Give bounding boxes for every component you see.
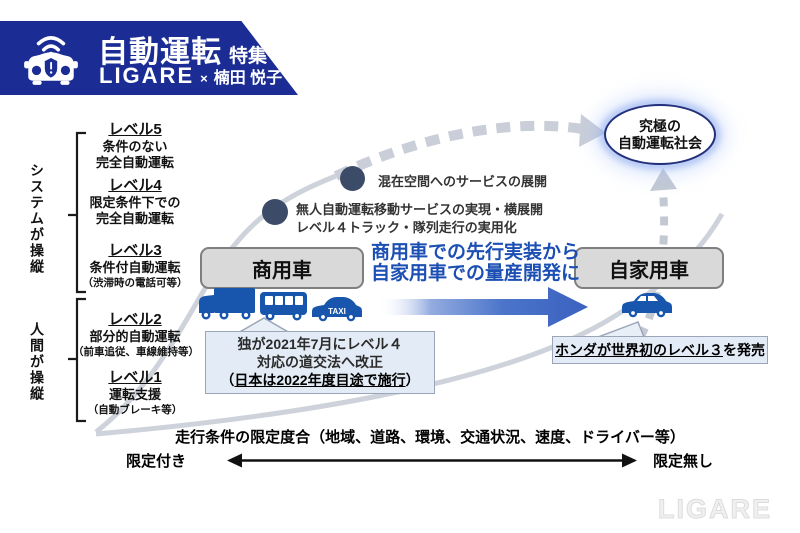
private-car-icon bbox=[622, 293, 672, 318]
milestone-dot bbox=[340, 166, 365, 191]
dotted-arrowhead-icon bbox=[650, 168, 677, 191]
milestone-mixed-space-label: 混在空間へのサービスの展開 bbox=[378, 174, 548, 189]
bus-icon bbox=[260, 292, 307, 321]
milestone-driverless-service-label: 無人自動運転移動サービスの実現・横展開 bbox=[296, 202, 544, 217]
germany-law-callout: 独が2021年7月にレベル４ 対応の道交法へ改正 （日本は2022年度目途で施行… bbox=[205, 331, 435, 394]
ligare-watermark: LIGARE bbox=[657, 494, 773, 525]
taxi-label: TAXI bbox=[328, 307, 346, 316]
unlimited-label: 限定無し bbox=[653, 453, 714, 470]
level-1-title: レベル1 bbox=[108, 369, 162, 386]
feature-title: 自動運転 bbox=[98, 36, 222, 69]
human-operates-label: 人間が操縦 bbox=[29, 322, 45, 402]
connected-car-icon bbox=[24, 36, 78, 85]
level-3-title: レベル3 bbox=[108, 242, 162, 259]
callout-pointer-icon bbox=[238, 317, 290, 333]
taxi-icon: TAXI bbox=[312, 297, 362, 322]
dashed-arrow-to-goal bbox=[333, 120, 584, 181]
level-4-block: レベル4 限定条件下での 完全自動運転 bbox=[73, 176, 197, 227]
private-vehicle-box: 自家用車 bbox=[574, 247, 724, 289]
truck-icon bbox=[199, 288, 255, 320]
system-bracket bbox=[68, 131, 86, 294]
human-bracket bbox=[68, 297, 86, 423]
transition-statement: 商用車での先行実装から 自家用車での量産開発に bbox=[371, 242, 581, 284]
feature-badge: 特集 bbox=[229, 46, 268, 67]
header-banner: 自動運転 特集 LIGARE × 楠田 悦子 bbox=[0, 21, 298, 95]
commercial-vehicle-box: 商用車 bbox=[200, 247, 364, 289]
brand-name: LIGARE bbox=[99, 63, 195, 88]
collab-cross: × bbox=[200, 71, 208, 86]
limited-label: 限定付き bbox=[126, 453, 187, 470]
level-5-block: レベル5 条件のない 完全自動運転 bbox=[73, 120, 197, 171]
transition-arrow-icon bbox=[378, 287, 588, 327]
level-4-title: レベル4 bbox=[108, 177, 162, 194]
level-2-title: レベル2 bbox=[108, 311, 162, 328]
milestone-dot bbox=[262, 199, 288, 225]
ultimate-society-ellipse: 究極の 自動運転社会 bbox=[604, 104, 716, 165]
callout-pointer-icon bbox=[598, 321, 645, 337]
dashed-arrowhead-icon bbox=[579, 114, 606, 147]
system-operates-label: システムが操縦 bbox=[29, 163, 45, 275]
level-3-block: レベル3 条件付自動運転 （渋滞時の電話可等） bbox=[73, 241, 197, 290]
japan-enforcement-note: （日本は2022年度目途で施行） bbox=[220, 372, 420, 388]
author-name: 楠田 悦子 bbox=[213, 70, 283, 87]
level-5-title: レベル5 bbox=[108, 121, 162, 138]
driving-conditions-axis-title: 走行条件の限定度合（地域、道路、環境、交通状況、速度、ドライバー等） bbox=[175, 429, 685, 446]
level-2-block: レベル2 部分的自動運転 （前車追従、車線維持等） bbox=[73, 311, 199, 358]
double-arrow-icon bbox=[227, 453, 637, 468]
milestone-level4-truck-label: レベル４トラック・隊列走行の実用化 bbox=[296, 220, 517, 235]
level-1-block: レベル1 運転支援 （自動ブレーキ等） bbox=[73, 368, 197, 417]
